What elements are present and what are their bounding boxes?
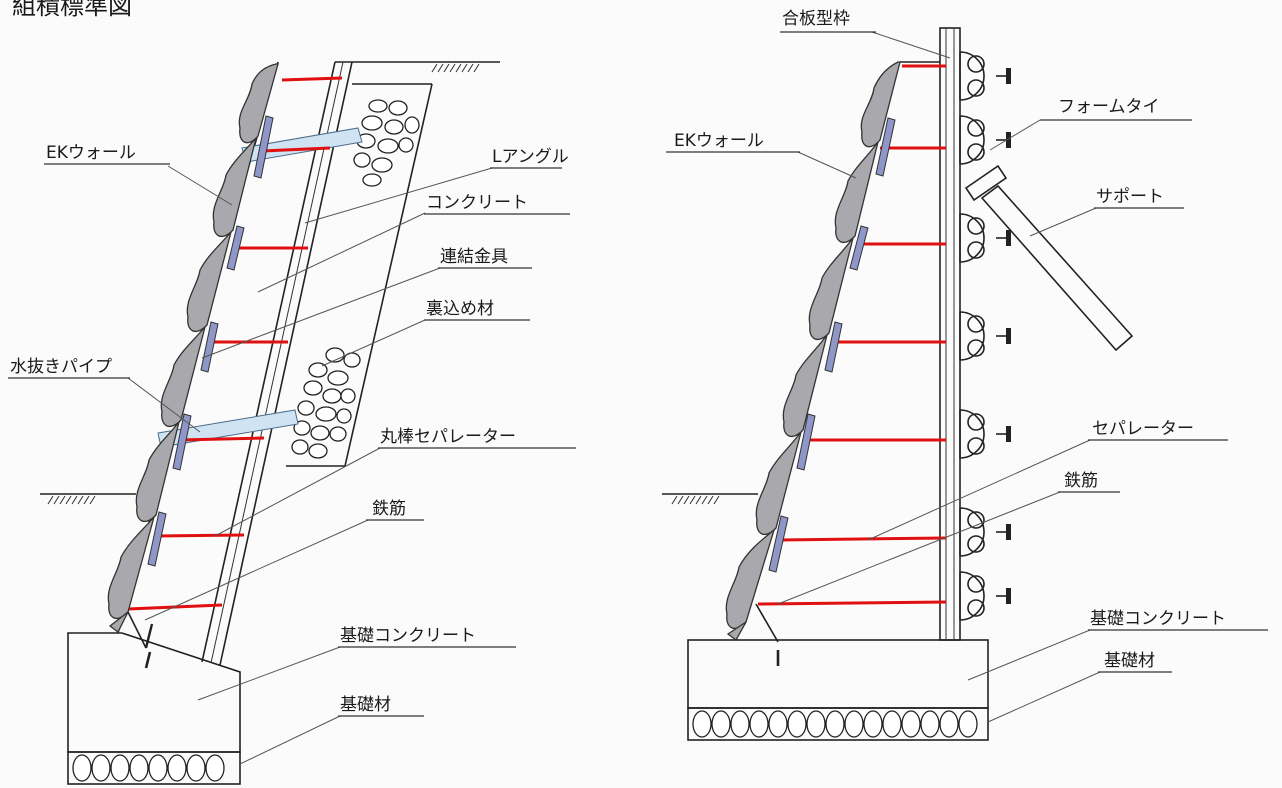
right-diagram: 合板型枠 フォームタイ EKウォール サポート セパレーター 鉄筋 基礎コンクリ…	[662, 9, 1268, 741]
label-foundation-concrete-left: 基礎コンクリート	[340, 626, 476, 646]
left-label-underlines	[8, 163, 576, 717]
right-ek-wall-stones	[725, 61, 901, 641]
label-ek-wall-left: EKウォール	[46, 143, 136, 163]
label-l-angle: Lアングル	[492, 147, 569, 167]
right-plywood-form	[900, 27, 961, 641]
label-rebar-left: 鉄筋	[372, 499, 406, 519]
left-ek-wall-stones	[107, 63, 279, 633]
right-anchor-rebar	[755, 603, 780, 666]
diagram-title: 組積標準図	[12, 0, 132, 20]
left-backfill-box	[286, 83, 433, 467]
left-foundation-concrete	[67, 632, 241, 753]
right-separators	[757, 64, 947, 606]
label-rebar-right: 鉄筋	[1064, 471, 1098, 491]
right-connector-plates	[768, 117, 896, 573]
left-backfill-stones-upper	[353, 99, 420, 187]
label-round-separator: 丸棒セパレーター	[380, 427, 516, 447]
left-ground-lower	[40, 493, 136, 505]
left-foundation-material	[67, 751, 241, 785]
label-support: サポート	[1096, 187, 1164, 207]
label-concrete: コンクリート	[426, 193, 528, 213]
right-form-ties	[959, 51, 1011, 621]
label-form-tie: フォームタイ	[1058, 97, 1160, 117]
right-foundation-material	[687, 707, 989, 741]
left-anchor-rebar	[127, 611, 154, 669]
label-separator: セパレーター	[1092, 419, 1194, 439]
label-ek-wall-right: EKウォール	[674, 131, 764, 151]
right-label-underlines	[666, 31, 1268, 673]
label-foundation-material-left: 基礎材	[340, 695, 391, 715]
left-leaders	[127, 165, 493, 765]
right-ground	[662, 493, 758, 505]
right-leaders	[777, 31, 1101, 723]
left-diagram: EKウォール Lアングル コンクリート 連結金具 裏込め材 水抜きパイプ 丸棒セ…	[8, 61, 576, 785]
label-backfill: 裏込め材	[426, 298, 494, 319]
left-ground-upper	[335, 61, 500, 73]
right-foundation-concrete	[687, 639, 989, 709]
left-connector-plates	[147, 115, 274, 567]
label-plywood-form: 合板型枠	[782, 9, 850, 29]
label-foundation-concrete-right: 基礎コンクリート	[1090, 609, 1226, 629]
label-connector: 連結金具	[440, 247, 508, 267]
label-foundation-material-right: 基礎材	[1104, 651, 1155, 671]
left-backfill-stones-lower	[291, 347, 361, 459]
right-support	[964, 164, 1134, 352]
label-drain-pipe: 水抜きパイプ	[10, 357, 112, 377]
